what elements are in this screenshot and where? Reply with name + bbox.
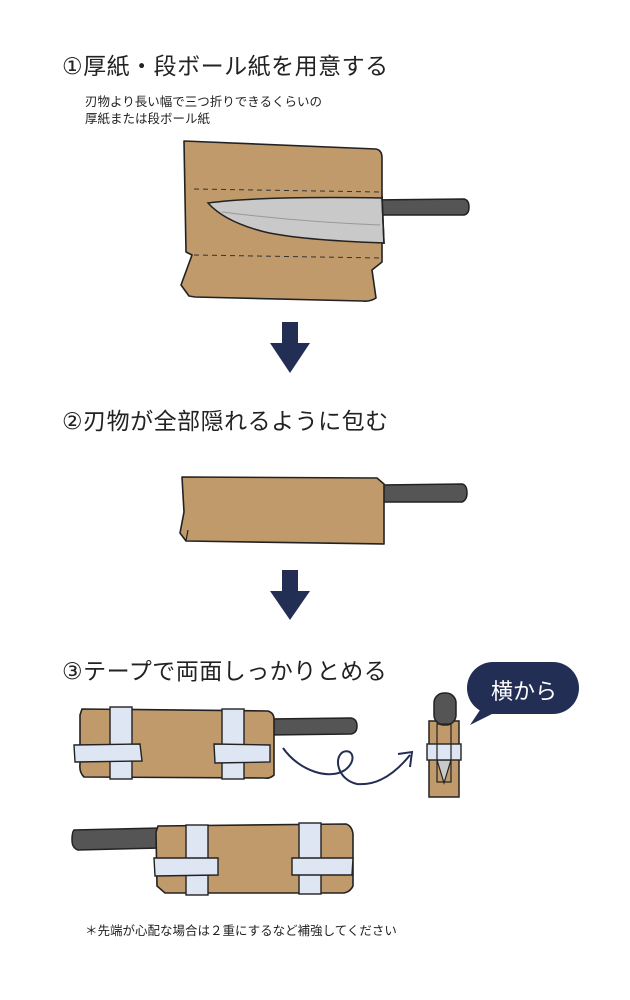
step-1-note-line-1: 刃物より長い幅で三つ折りできるくらいの: [85, 94, 323, 109]
down-arrow-icon: [270, 322, 310, 373]
curly-arrow-icon: [282, 747, 414, 786]
knife-icon: [206, 195, 470, 245]
step-1-note-line-2: 厚紙または段ボール紙: [85, 111, 211, 126]
speech-bubble-icon: [467, 662, 579, 725]
taped-package-back: [71, 822, 354, 896]
step-2-title: ②刃物が全部隠れるように包む: [62, 409, 389, 435]
bubble-label: 横から: [490, 680, 557, 705]
step-1-title: ①厚紙・段ボール紙を用意する: [62, 54, 389, 80]
down-arrow-icon: [270, 570, 310, 620]
step-1-note: 刃物より長い幅で三つ折りできるくらいの 厚紙または段ボール紙: [85, 93, 322, 127]
step-3-title: ③テープで両面しっかりとめる: [62, 659, 388, 685]
taped-package-front: [73, 706, 358, 780]
side-view-package: [426, 692, 462, 798]
wrapped-knife: [179, 476, 468, 545]
footnote: ＊先端が心配な場合は２重にするなど補強してください: [85, 923, 397, 938]
